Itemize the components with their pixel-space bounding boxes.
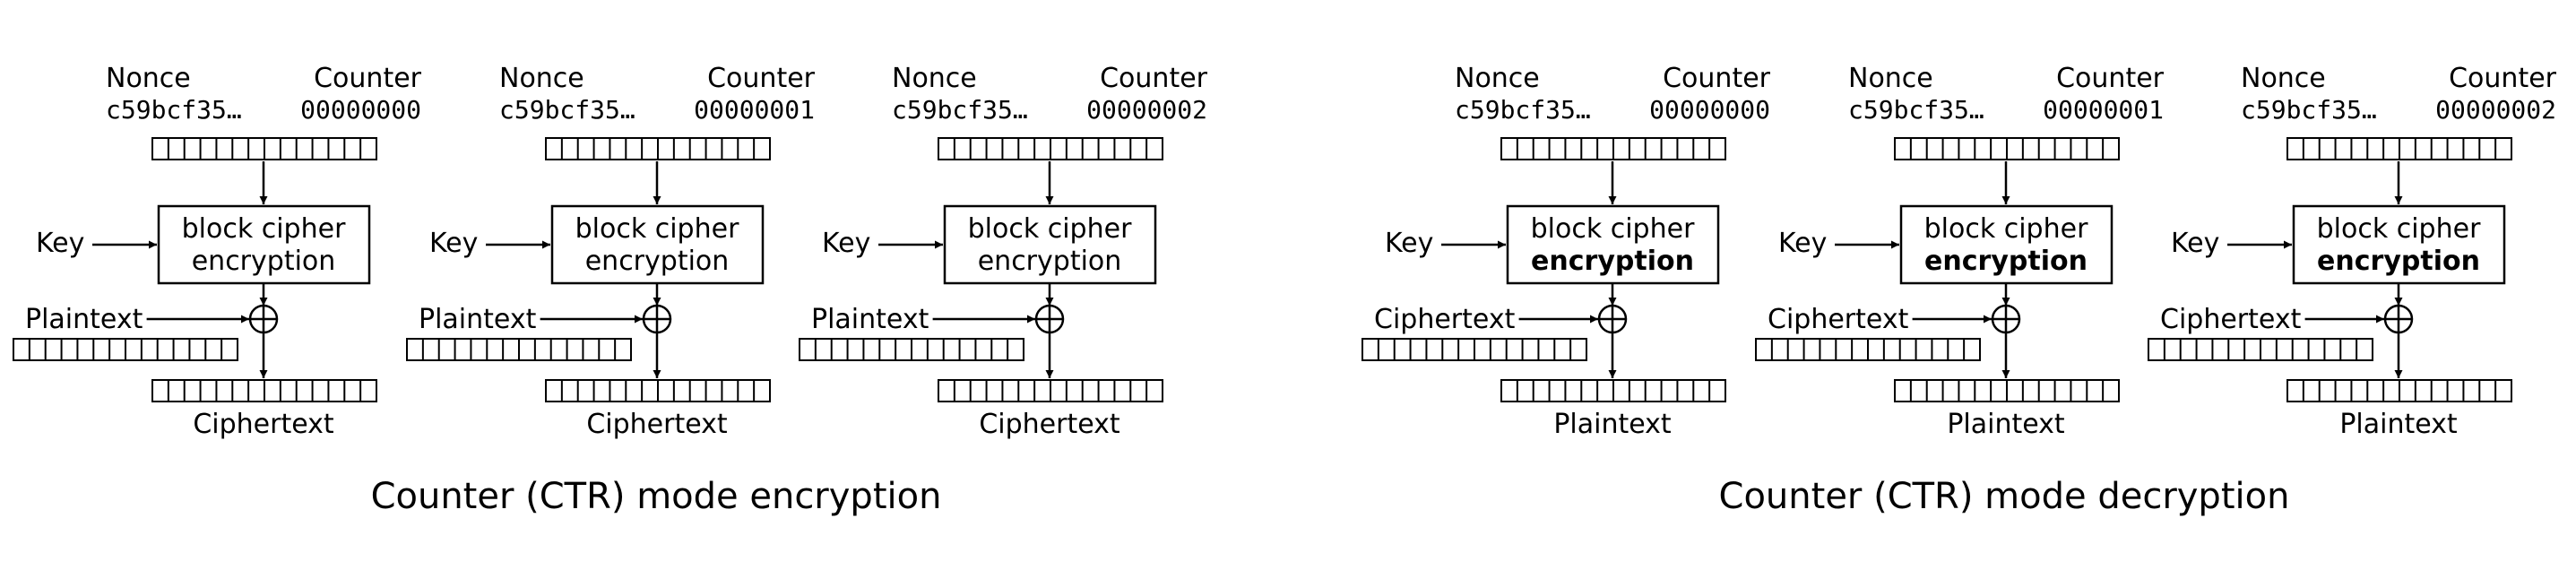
input-label: Plaintext — [419, 304, 537, 335]
counter-value: 00000002 — [2435, 95, 2556, 125]
counter-value: 00000001 — [2043, 95, 2164, 125]
input-register — [13, 338, 238, 361]
block-cipher-label: block cipher — [575, 213, 739, 245]
nonce-value: c59bcf35… — [1455, 95, 1591, 125]
input-register — [406, 338, 632, 361]
key-label: Key — [1778, 228, 1827, 259]
cipher-operation-label: encryption — [978, 246, 1122, 277]
nonce-value: c59bcf35… — [499, 95, 635, 125]
counter-value: 00000000 — [300, 95, 421, 125]
cipher-operation-label: encryption — [1531, 246, 1694, 277]
key-label: Key — [429, 228, 478, 259]
decryption-stage-2: Nonce Counter c59bcf35… 00000001 block ciphe… — [1755, 63, 2165, 440]
nonce-label: Nonce — [892, 63, 977, 94]
output-register — [151, 379, 377, 402]
cipher-operation-label: encryption — [585, 246, 730, 277]
counter-register — [1894, 137, 2120, 160]
input-label: Plaintext — [811, 304, 929, 335]
input-register — [2148, 338, 2373, 361]
xor-icon — [248, 304, 279, 334]
encryption-caption: Counter (CTR) mode encryption — [371, 476, 942, 517]
cipher-operation-label: encryption — [1924, 246, 2088, 277]
decryption-stage-1: Nonce Counter c59bcf35… 00000000 block ciphe… — [1361, 63, 1771, 440]
nonce-label: Nonce — [2241, 63, 2326, 94]
cipher-operation-label: encryption — [2317, 246, 2480, 277]
block-cipher-label: block cipher — [2317, 213, 2481, 245]
counter-register — [545, 137, 771, 160]
output-register — [545, 379, 771, 402]
nonce-value: c59bcf35… — [1848, 95, 1984, 125]
output-register — [1500, 379, 1726, 402]
nonce-value: c59bcf35… — [106, 95, 242, 125]
counter-value: 00000001 — [694, 95, 815, 125]
key-label: Key — [822, 228, 870, 259]
counter-label: Counter — [1663, 63, 1771, 94]
encryption-stage-1: Nonce Counter c59bcf35… 00000000 block ciphe… — [13, 63, 422, 440]
input-label: Ciphertext — [2160, 304, 2302, 335]
output-label: Ciphertext — [193, 409, 334, 440]
xor-icon — [1034, 304, 1065, 334]
nonce-label: Nonce — [106, 63, 191, 94]
output-label: Ciphertext — [586, 409, 728, 440]
counter-register — [151, 137, 377, 160]
block-cipher-label: block cipher — [1531, 213, 1695, 245]
block-cipher-label: block cipher — [1924, 213, 2088, 245]
nonce-value: c59bcf35… — [892, 95, 1028, 125]
input-label: Ciphertext — [1768, 304, 1909, 335]
counter-register — [938, 137, 1163, 160]
counter-label: Counter — [2056, 63, 2165, 94]
nonce-label: Nonce — [499, 63, 584, 94]
output-register — [938, 379, 1163, 402]
input-label: Ciphertext — [1374, 304, 1516, 335]
counter-value: 00000000 — [1649, 95, 1770, 125]
input-register — [799, 338, 1024, 361]
key-label: Key — [36, 228, 84, 259]
counter-label: Counter — [2449, 63, 2557, 94]
block-cipher-label: block cipher — [182, 213, 346, 245]
output-label: Plaintext — [1947, 409, 2065, 440]
xor-icon — [2383, 304, 2414, 334]
block-cipher-label: block cipher — [968, 213, 1132, 245]
counter-label: Counter — [1100, 63, 1208, 94]
nonce-label: Nonce — [1455, 63, 1540, 94]
counter-register — [1500, 137, 1726, 160]
key-label: Key — [1385, 228, 1433, 259]
output-label: Plaintext — [1553, 409, 1672, 440]
output-register — [1894, 379, 2120, 402]
encryption-stage-3: Nonce Counter c59bcf35… 00000002 block ciphe… — [799, 63, 1208, 440]
output-label: Ciphertext — [979, 409, 1120, 440]
nonce-value: c59bcf35… — [2241, 95, 2377, 125]
counter-value: 00000002 — [1086, 95, 1207, 125]
cipher-operation-label: encryption — [192, 246, 336, 277]
key-label: Key — [2171, 228, 2219, 259]
input-label: Plaintext — [25, 304, 143, 335]
output-register — [2286, 379, 2512, 402]
xor-icon — [1597, 304, 1628, 334]
decryption-caption: Counter (CTR) mode decryption — [1719, 476, 2290, 517]
nonce-label: Nonce — [1848, 63, 1933, 94]
xor-icon — [642, 304, 672, 334]
xor-icon — [1991, 304, 2021, 334]
input-register — [1361, 338, 1587, 361]
counter-label: Counter — [314, 63, 422, 94]
counter-register — [2286, 137, 2512, 160]
output-label: Plaintext — [2339, 409, 2458, 440]
input-register — [1755, 338, 1981, 361]
counter-label: Counter — [707, 63, 816, 94]
encryption-stage-2: Nonce Counter c59bcf35… 00000001 block ciphe… — [406, 63, 816, 440]
decryption-stage-3: Nonce Counter c59bcf35… 00000002 block ciphe… — [2148, 63, 2557, 440]
